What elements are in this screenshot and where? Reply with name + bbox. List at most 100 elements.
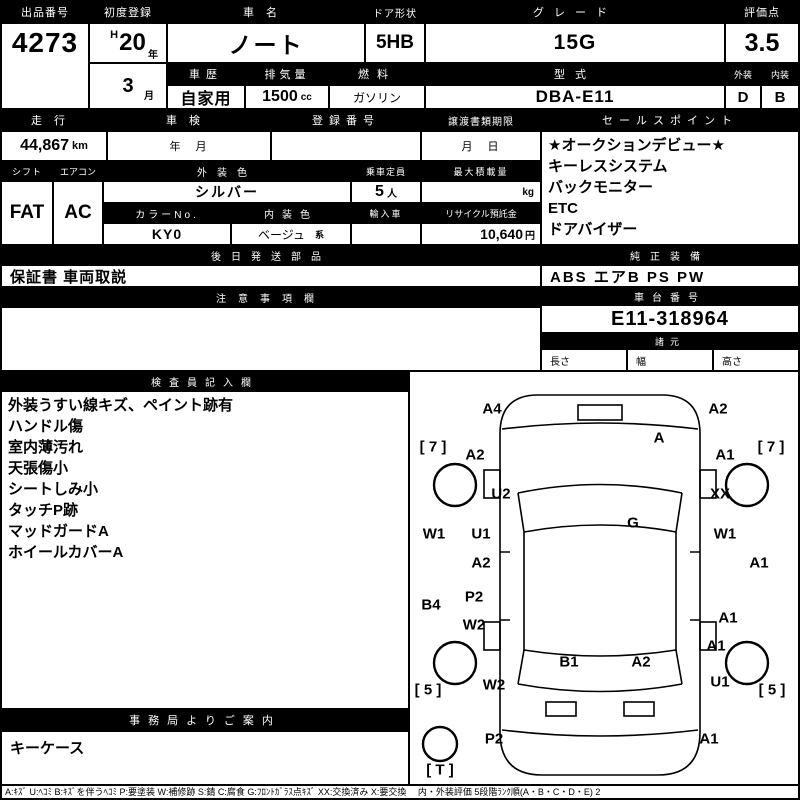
damage-marker-P2: P2 — [465, 589, 483, 606]
damage-marker-U1: U1 — [710, 674, 729, 691]
inspection-value: 年 月 — [108, 132, 270, 160]
max-load-unit: kg — [522, 186, 534, 198]
door-shape-value: 5HB — [366, 24, 424, 62]
exterior-header: 外装 — [726, 64, 760, 84]
left-mirror — [483, 469, 501, 499]
damage-marker-U1: U1 — [471, 526, 490, 543]
recycle-number: 10,640 — [480, 226, 523, 242]
damage-marker-B1: B1 — [559, 654, 578, 671]
max-load-header: 最大積載量 — [422, 162, 540, 180]
auction-no-text: 4273 — [11, 27, 79, 58]
score-header: 評価点 — [726, 2, 798, 22]
office-info-header: 事務局よりご案内 — [2, 710, 408, 730]
damage-marker-7: [ 7 ] — [420, 439, 447, 456]
text-line: タッチP跡 — [8, 502, 79, 519]
right-mirror — [699, 469, 717, 499]
history-header: 車歴 — [168, 64, 244, 84]
registration-no-value — [272, 132, 420, 160]
rear-right-wheel — [724, 640, 770, 686]
text-line: バックモニター — [548, 179, 654, 196]
exterior-color-header: 外装色 — [104, 162, 350, 180]
inspector-notes-list: 外装うすい線キズ、ペイント跡有ハンドル傷室内薄汚れ天張傷小シートしみ小タッチP跡… — [2, 392, 408, 708]
damage-marker-XX: XX — [710, 486, 730, 503]
damage-marker-T: [ T ] — [426, 762, 454, 779]
interior-color-header: 内装色 — [232, 204, 350, 222]
inspector-notes-header: 検査員記入欄 — [2, 372, 408, 390]
exterior-grade-value: D — [726, 86, 760, 108]
capacity-header: 乗車定員 — [352, 162, 420, 180]
later-shipping-header: 後日発送部品 — [2, 246, 540, 264]
damage-marker-A1: A1 — [718, 610, 737, 627]
damage-marker-A: A — [654, 430, 665, 447]
displacement-value: 1500 cc — [246, 86, 328, 108]
text-line: マッドガードA — [8, 523, 109, 540]
caution-value — [2, 308, 540, 370]
transfer-deadline-value: 月 日 — [422, 132, 540, 160]
damage-marker-7: [ 7 ] — [758, 439, 785, 456]
damage-marker-A2: A2 — [708, 401, 727, 418]
damage-marker-A1: A1 — [699, 731, 718, 748]
front-right-wheel — [724, 462, 770, 508]
damage-marker-A4: A4 — [482, 401, 502, 418]
auction-no-value: 4273 — [2, 24, 88, 108]
inspection-header: 車検 — [108, 110, 270, 130]
damage-marker-W1: W1 — [423, 526, 446, 543]
first-reg-year: 20 — [119, 29, 146, 56]
text-line: キーレスシステム — [548, 158, 668, 175]
damage-marker-A2: A2 — [465, 447, 484, 464]
text-line: 天張傷小 — [8, 460, 69, 477]
max-load-value: kg — [422, 182, 540, 202]
aircon-value: AC — [54, 182, 102, 244]
car-name-value: ノート — [168, 24, 364, 62]
chassis-no-header: 車台番号 — [542, 288, 798, 304]
office-info-value: キーケース — [2, 732, 408, 784]
interior-color-value: ベージュ 系 — [232, 224, 350, 244]
damage-marker-G: G — [627, 515, 639, 532]
fuel-value: ガソリン — [330, 86, 424, 108]
front-left-wheel — [432, 462, 478, 508]
dimension-length-cell: 長さ — [542, 350, 626, 370]
transfer-deadline-header: 譲渡書類期限 — [422, 110, 540, 130]
capacity-value: 5 人 — [352, 182, 420, 202]
text-line: 室内薄汚れ — [8, 439, 84, 456]
registration-no-header: 登録番号 — [272, 110, 420, 130]
sales-points-header: セールスポイント — [542, 110, 798, 130]
mileage-number: 44,867 — [20, 137, 70, 154]
aircon-header: エアコン — [54, 162, 102, 180]
text-line: ドアバイザー — [548, 221, 638, 238]
dimension-height-cell: 高さ — [714, 350, 798, 370]
dimensions-header: 諸元 — [542, 334, 798, 348]
model-header: 型式 — [426, 64, 724, 84]
text-line: ETC — [548, 200, 578, 217]
wheels — [421, 462, 770, 763]
shift-value: FAT — [2, 182, 52, 244]
first-reg-header: 初度登録 — [90, 2, 166, 22]
damage-marker-W2: W2 — [483, 677, 506, 694]
rear-left-wheel — [432, 640, 478, 686]
car-name-header: 車名 — [168, 2, 364, 22]
damage-marker-A2: A2 — [631, 654, 650, 671]
mileage-unit: km — [72, 140, 88, 152]
caution-header: 注意事項欄 — [2, 288, 540, 306]
import-car-header: 輸入車 — [352, 204, 420, 222]
genuine-equipment-value: ABS エアB PS PW — [542, 266, 798, 286]
width-label: 幅 — [636, 356, 646, 368]
first-reg-year-cell: H 20 年 — [90, 24, 166, 62]
damage-marker-5: [ 5 ] — [759, 682, 786, 699]
grade-value: 15G — [426, 24, 724, 62]
damage-marker-5: [ 5 ] — [415, 682, 442, 699]
model-value: DBA-E11 — [426, 86, 724, 108]
capacity-unit: 人 — [386, 188, 397, 200]
first-reg-month-unit: 月 — [144, 91, 154, 102]
text-line: シートしみ小 — [8, 481, 99, 498]
legend-bar: A:ｷｽﾞ U:ﾍｺﾐ B:ｷｽﾞを伴うﾍｺﾐ P:要塗装 W:補修跡 S:錆 … — [2, 786, 798, 798]
color-no-header: カラーNo. — [104, 204, 230, 222]
mileage-header: 走行 — [2, 110, 106, 130]
grade-header: グレード — [426, 2, 724, 22]
history-value: 自家用 — [168, 86, 244, 108]
damage-marker-B4: B4 — [421, 597, 441, 614]
